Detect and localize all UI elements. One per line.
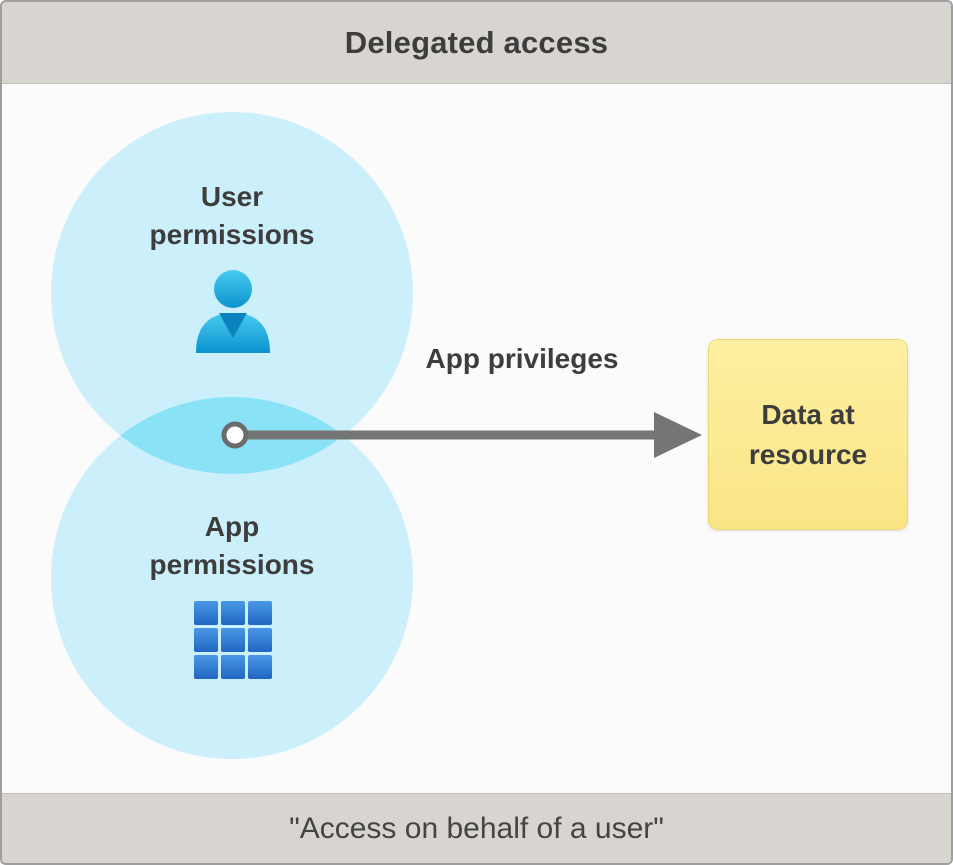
footer-caption: "Access on behalf of a user" xyxy=(289,811,664,845)
header-bar: Delegated access xyxy=(2,2,951,84)
page-title: Delegated access xyxy=(344,24,609,60)
arrow-right-icon xyxy=(248,412,702,458)
app-grid-icon xyxy=(194,601,272,679)
data-at-resource-box: Data at resource xyxy=(708,339,908,530)
user-person-icon xyxy=(196,270,270,353)
connector-dot-icon xyxy=(221,421,249,449)
data-at-resource-label: Data at resource xyxy=(748,399,868,470)
app-permissions-circle xyxy=(51,397,413,759)
user-permissions-label: User permissions xyxy=(149,181,315,250)
app-privileges-label: App privileges xyxy=(425,343,619,374)
footer-bar: "Access on behalf of a user" xyxy=(2,793,951,863)
venn-diagram xyxy=(51,112,702,759)
app-permissions-label: App permissions xyxy=(149,511,315,580)
